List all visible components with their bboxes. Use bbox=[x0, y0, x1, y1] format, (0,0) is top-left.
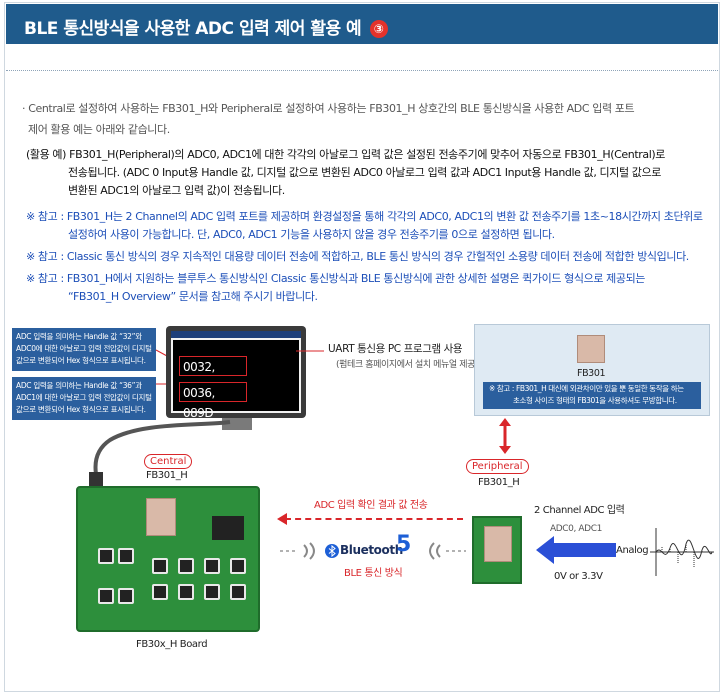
board-connector bbox=[212, 516, 244, 540]
central-role-badge: Central bbox=[144, 454, 193, 469]
note-1-line-2: 설정하여 사용이 가능합니다. 단, ADC0, ADC1 기능을 사용하지 않… bbox=[68, 228, 555, 241]
adc-input-title: 2 Channel ADC 입력 bbox=[534, 505, 625, 516]
fb301-note-line-1: ※ 참고 : FB301_H 대신에 외관차이만 있을 뿐 동일한 동작을 하는 bbox=[489, 384, 684, 393]
double-arrow-icon bbox=[499, 418, 511, 454]
central-module-label: FB301_H bbox=[146, 470, 188, 481]
board-button bbox=[118, 548, 134, 564]
board-button bbox=[230, 558, 246, 574]
page-header: BLE 통신방식을 사용한 ADC 입력 제어 활용 예 ③ bbox=[6, 4, 718, 44]
fb301-panel: FB301 ※ 참고 : FB301_H 대신에 외관차이만 있을 뿐 동일한 … bbox=[474, 324, 710, 416]
analog-input-arrow bbox=[536, 536, 616, 564]
adc-result-arrowhead bbox=[277, 513, 287, 525]
voltage-label: 0V or 3.3V bbox=[554, 571, 603, 582]
peripheral-role-badge: Peripheral bbox=[466, 459, 529, 474]
peripheral-chip bbox=[484, 526, 512, 562]
note-3-line-1: ※ 참고 : FB301_H에서 지원하는 블루투스 통신방식인 Classic… bbox=[26, 272, 646, 285]
terminal-output: 0032, 0CB6 0036, 089D bbox=[173, 340, 299, 420]
signal-wave-left-icon bbox=[280, 542, 315, 560]
uart-caption: UART 통신용 PC 프로그램 사용 bbox=[328, 343, 463, 355]
central-module-chip bbox=[146, 498, 176, 536]
section-divider bbox=[6, 70, 718, 71]
note-1-line-1: ※ 참고 : FB301_H는 2 Channel의 ADC 입력 포트를 제공… bbox=[26, 210, 703, 223]
handle-36-note: ADC 입력을 의미하는 Handle 값 “36”과 ADC1에 대한 아날로… bbox=[12, 377, 156, 420]
pc-monitor: 0032, 0CB6 0036, 089D bbox=[166, 326, 306, 420]
page-frame bbox=[4, 2, 720, 692]
terminal-window: 0032, 0CB6 0036, 089D bbox=[171, 331, 301, 420]
fb301-note-line-2: 초소형 사이즈 형태의 FB301을 사용하셔도 무방합니다. bbox=[513, 396, 677, 405]
board-label: FB30x_H Board bbox=[136, 639, 208, 650]
step-number-badge: ③ bbox=[369, 20, 388, 38]
adc1-readout: 0036, 089D bbox=[179, 382, 247, 420]
example-line-2: 전송됩니다. (ADC 0 Input용 Handle 값, 디지털 값으로 변… bbox=[68, 166, 661, 179]
intro-line-2: 제어 활용 예는 아래와 같습니다. bbox=[28, 123, 170, 136]
adc-result-caption: ADC 입력 확인 결과 값 전송 bbox=[314, 500, 428, 511]
uart-pointer bbox=[296, 350, 324, 352]
uart-subcaption: (펌테크 홈페이지에서 설치 메뉴얼 제공) bbox=[336, 360, 479, 370]
ble-mode-label: BLE 통신 방식 bbox=[344, 568, 403, 579]
board-button bbox=[98, 548, 114, 564]
board-button bbox=[98, 588, 114, 604]
board-button bbox=[230, 584, 246, 600]
analog-label: Analog bbox=[616, 545, 649, 556]
handle-32-note: ADC 입력을 의미하는 Handle 값 “32”와 ADC0에 대한 아날로… bbox=[12, 328, 156, 371]
bluetooth-icon bbox=[325, 544, 339, 558]
adc-result-arrow bbox=[285, 518, 463, 520]
adc-channels-label: ADC0, ADC1 bbox=[550, 524, 602, 534]
intro-line-1: · Central로 설정하여 사용하는 FB301_H와 Peripheral… bbox=[22, 102, 635, 115]
fb301-module-image bbox=[577, 335, 605, 363]
fb301-note: ※ 참고 : FB301_H 대신에 외관차이만 있을 뿐 동일한 동작을 하는… bbox=[483, 382, 701, 409]
signal-wave-right-icon bbox=[429, 542, 466, 560]
board-button bbox=[204, 584, 220, 600]
note-2: ※ 참고 : Classic 통신 방식의 경우 지속적인 대용량 데이터 전송… bbox=[26, 250, 689, 263]
example-line-3: 변환된 ADC1의 아날로그 입력 값)이 전송됩니다. bbox=[68, 184, 285, 197]
bluetooth-label: Bluetooth bbox=[340, 543, 403, 557]
terminal-titlebar bbox=[171, 331, 301, 338]
board-button bbox=[152, 584, 168, 600]
analog-waveform-icon bbox=[650, 528, 714, 576]
bluetooth-version: 5 bbox=[396, 532, 411, 557]
board-button bbox=[178, 584, 194, 600]
example-line-1: (활용 예) FB301_H(Peripheral)의 ADC0, ADC1에 … bbox=[26, 148, 665, 161]
board-button bbox=[178, 558, 194, 574]
page-title: BLE 통신방식을 사용한 ADC 입력 제어 활용 예 ③ bbox=[24, 14, 388, 39]
peripheral-fb301h-module bbox=[472, 516, 522, 584]
adc0-readout: 0032, 0CB6 bbox=[179, 356, 247, 394]
peripheral-module-label: FB301_H bbox=[478, 477, 520, 488]
usb-cable bbox=[89, 420, 231, 490]
fb301-label: FB301 bbox=[577, 368, 606, 379]
board-button bbox=[204, 558, 220, 574]
fb30x-h-board bbox=[76, 486, 260, 632]
board-button bbox=[118, 588, 134, 604]
board-button bbox=[152, 558, 168, 574]
note-3-line-2: “FB301_H Overview” 문서를 참고해 주시기 바랍니다. bbox=[68, 290, 318, 303]
